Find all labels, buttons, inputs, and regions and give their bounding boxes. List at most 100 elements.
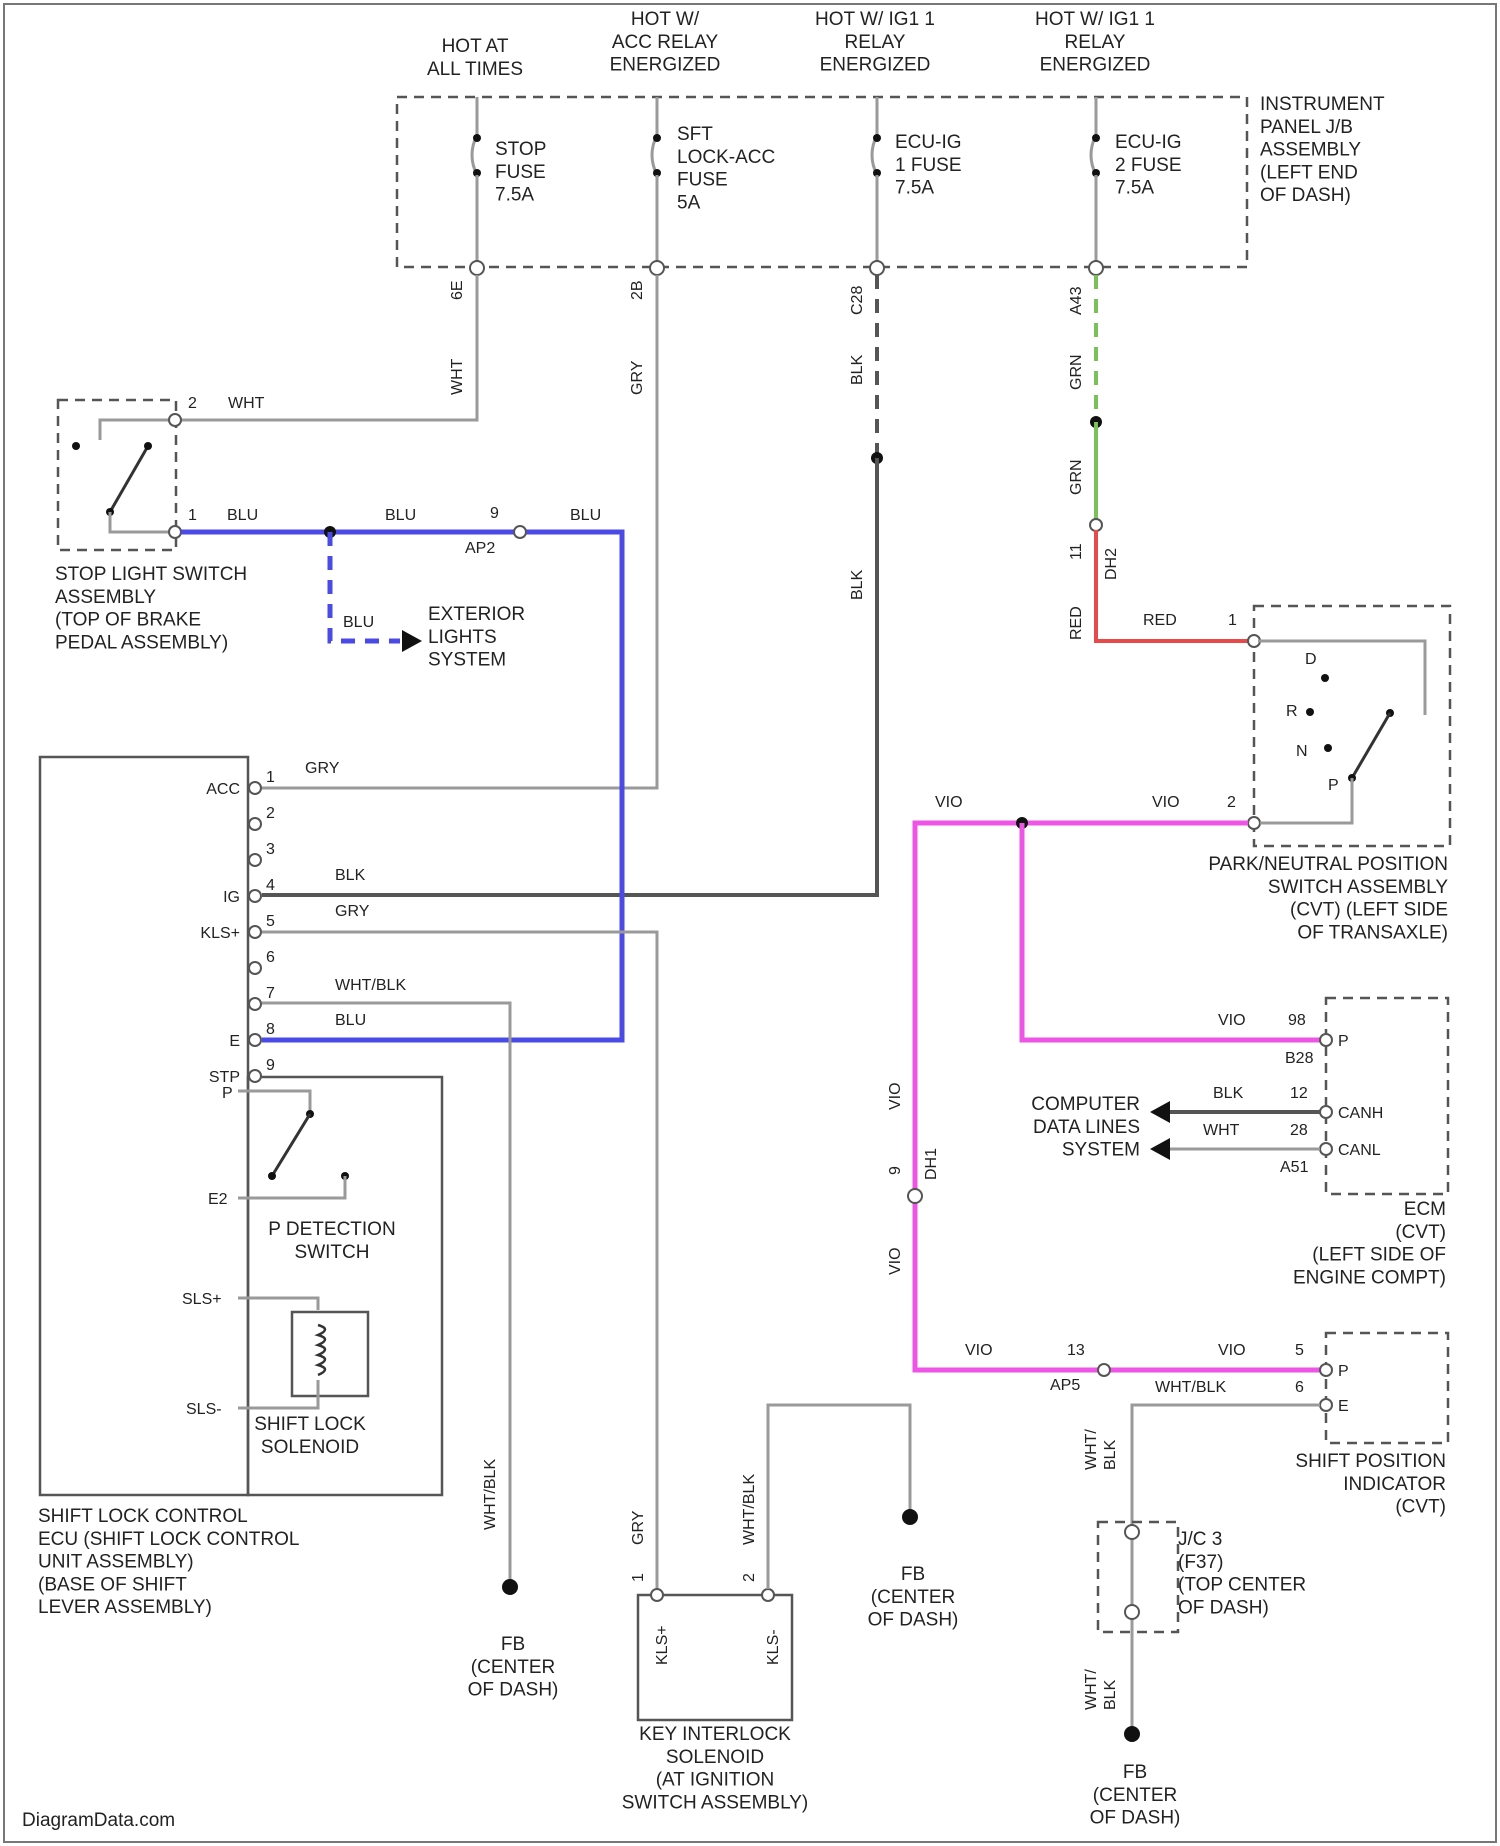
- lbl-blk-mid: BLK: [849, 569, 866, 600]
- jb-label: INSTRUMENTPANEL J/BASSEMBLY(LEFT ENDOF D…: [1260, 94, 1385, 206]
- lbl-grn-mid: GRN: [1068, 459, 1085, 495]
- park-neutral-switch: [1248, 606, 1450, 846]
- lbl-wht-top: WHT: [449, 358, 466, 395]
- arrow-canh: [1150, 1101, 1170, 1123]
- ground-fb-3: [1124, 1726, 1140, 1742]
- ecm-term-p: P: [1338, 1033, 1349, 1050]
- ecu-pin-6: [249, 962, 261, 974]
- pin-sl-2: 2: [188, 395, 197, 412]
- ind-term-e: E: [1338, 1398, 1349, 1415]
- ecu-pin-3: [249, 854, 261, 866]
- lbl-whtblk-e: WHT/BLK: [335, 977, 406, 994]
- ecu-pin-number: 8: [266, 1021, 275, 1038]
- pin-red-code: DH2: [1103, 548, 1120, 580]
- ecu-p-terminal: P: [222, 1085, 233, 1102]
- lbl-blk-top: BLK: [849, 354, 866, 385]
- ecu-pin-7: [249, 998, 261, 1010]
- ecu-pin-number: 1: [266, 769, 275, 786]
- lbl-vio-g: VIO: [1218, 1342, 1246, 1359]
- lbl-whtblk-fb: WHT/BLK: [482, 1459, 499, 1530]
- fuse-sft-label: SFTLOCK-ACCFUSE5A: [677, 124, 775, 213]
- stop-light-switch: [58, 400, 181, 550]
- lbl-wht-2: WHT: [228, 395, 265, 412]
- lbl-blu-2: BLU: [385, 507, 416, 524]
- ecu-e2-terminal: E2: [208, 1191, 228, 1208]
- p-detection-switch: [238, 1091, 349, 1198]
- wire-wht-stop: [175, 275, 477, 420]
- lbl-blk-canh: BLK: [1213, 1085, 1244, 1102]
- kli-term-plus: KLS+: [654, 1625, 671, 1665]
- lbl-whtblk-klk: WHT/BLK: [741, 1474, 758, 1545]
- ecu-pin-1: [249, 782, 261, 794]
- ecu-pin-number: 3: [266, 841, 275, 858]
- lbl-whtblk-ind: WHT/BLK: [1155, 1379, 1226, 1396]
- conn-6e: 6E: [449, 280, 466, 300]
- conn-a43: A43: [1068, 286, 1085, 315]
- wire-whtblk-klk: [768, 1405, 910, 1589]
- ecu-pin-5: [249, 926, 261, 938]
- ind-term-p: P: [1338, 1363, 1349, 1380]
- lbl-grn-top: GRN: [1068, 354, 1085, 390]
- ecu-terminal-label: ACC: [206, 781, 240, 798]
- lbl-gry-kli: GRY: [630, 1510, 647, 1545]
- pnp-pos-n: N: [1296, 743, 1308, 760]
- ecm: [1320, 998, 1448, 1194]
- fuse-stop: STOPFUSE7.5A: [472, 97, 546, 262]
- ecu-terminal-label: IG: [223, 889, 240, 906]
- lbl-blu-3: BLU: [570, 507, 601, 524]
- lbl-vio-f: VIO: [965, 1342, 993, 1359]
- pnp-pos-p: P: [1328, 777, 1339, 794]
- kli-term-minus: KLS-: [765, 1629, 782, 1665]
- ecu-pin-number: 5: [266, 913, 275, 930]
- page-border: [4, 4, 1496, 1842]
- ecu-terminal-label: KLS+: [200, 925, 240, 942]
- lbl-vio-c: VIO: [1218, 1012, 1246, 1029]
- ecu-pin-8: [249, 1034, 261, 1046]
- arrow-exterior: [402, 630, 422, 652]
- wire-whtblk-ind: [1132, 1405, 1320, 1728]
- pin-ecm-12: 12: [1290, 1085, 1308, 1102]
- lbl-vio-e: VIO: [887, 1247, 904, 1275]
- conn-c28: C28: [849, 286, 866, 315]
- ground-fb-1: [502, 1579, 518, 1595]
- lbl-gry-top: GRY: [629, 360, 646, 395]
- ecu-pin-number: 7: [266, 985, 275, 1002]
- lbl-red-vert: RED: [1068, 606, 1085, 640]
- pin-kli-1: 1: [630, 1573, 647, 1582]
- ecu-pin-number: 9: [266, 1057, 275, 1074]
- watermark: DiagramData.com: [22, 1810, 175, 1831]
- arrow-canl: [1150, 1138, 1170, 1160]
- ecu-terminal-label: STP: [209, 1069, 240, 1086]
- lbl-whtblk-j2: WHT/BLK: [1083, 1669, 1119, 1710]
- junction-connector: [1098, 1522, 1178, 1632]
- pin-red-11: 11: [1068, 543, 1085, 560]
- lbl-blu-1: BLU: [227, 507, 258, 524]
- lbl-red-horiz: RED: [1143, 612, 1177, 629]
- pin-ind-5: 5: [1295, 1342, 1304, 1359]
- pin-ecm-code2: A51: [1280, 1159, 1309, 1176]
- ground-fb-2: [902, 1509, 918, 1525]
- ground-fb-1-label: FB(CENTEROF DASH): [468, 1634, 559, 1701]
- pin-vio-code: DH1: [923, 1148, 940, 1180]
- ecu-pin-9: [249, 1070, 261, 1082]
- fuse-ecu-ig-2: ECU-IG2 FUSE7.5A: [1091, 97, 1182, 262]
- pin-ecm-28: 28: [1290, 1122, 1308, 1139]
- pin-ecm-98: 98: [1288, 1012, 1306, 1029]
- ecm-term-canl: CANL: [1338, 1142, 1381, 1159]
- lbl-vio-b: VIO: [1152, 794, 1180, 811]
- lbl-gry-acc: GRY: [305, 760, 340, 777]
- conn-2b: 2B: [629, 280, 646, 300]
- ecu-pin-4: [249, 890, 261, 902]
